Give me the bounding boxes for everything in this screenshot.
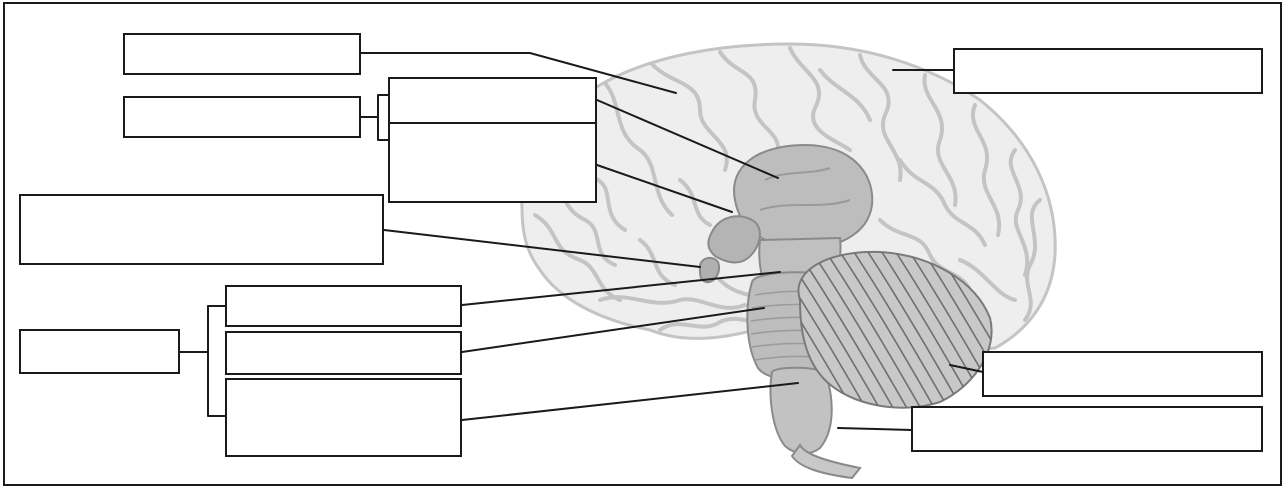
label-box-9[interactable] bbox=[225, 378, 462, 457]
label-box-10[interactable] bbox=[953, 48, 1263, 94]
label-box-6[interactable] bbox=[225, 285, 462, 327]
label-box-2[interactable] bbox=[123, 96, 361, 138]
leader-line-12 bbox=[838, 428, 912, 430]
bracket-2 bbox=[208, 306, 225, 416]
label-box-7[interactable] bbox=[19, 329, 180, 374]
label-box-4[interactable] bbox=[388, 122, 597, 203]
label-box-11[interactable] bbox=[982, 351, 1263, 397]
label-box-1[interactable] bbox=[123, 33, 361, 75]
bracket-1 bbox=[378, 95, 388, 140]
label-box-12[interactable] bbox=[911, 406, 1263, 452]
leader-line-9 bbox=[462, 383, 798, 420]
label-box-8[interactable] bbox=[225, 331, 462, 375]
label-box-3[interactable] bbox=[388, 77, 597, 124]
label-box-5[interactable] bbox=[19, 194, 384, 265]
